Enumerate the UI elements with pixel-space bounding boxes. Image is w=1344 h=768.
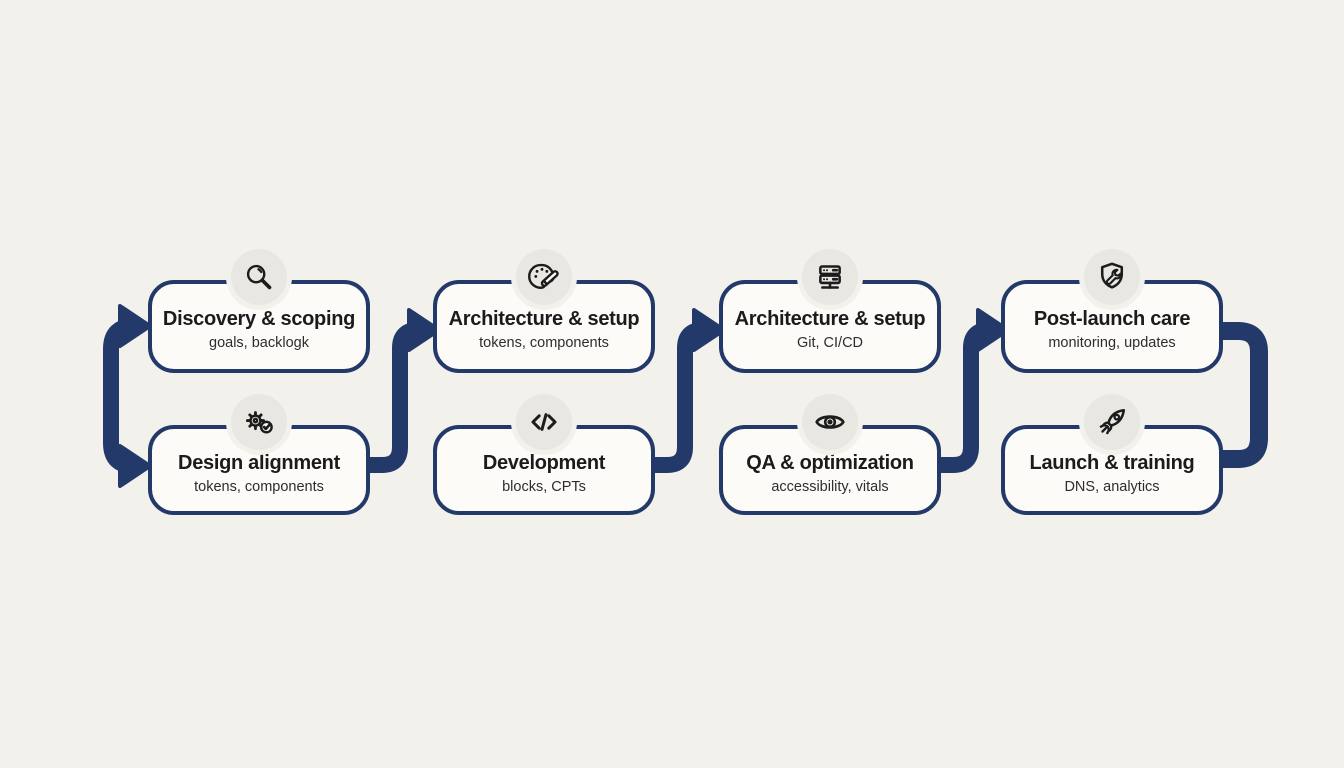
palette-brush-icon — [528, 263, 559, 289]
step-subtitle: blocks, CPTs — [502, 478, 586, 495]
step-title: Architecture & setup — [734, 308, 926, 331]
connector-development-to-architecture — [653, 322, 706, 473]
shield-wrench-icon — [1100, 262, 1124, 289]
connector-qa-to-postlaunch — [939, 322, 992, 473]
arrowhead-into-postlaunch — [976, 308, 1010, 352]
gear-check-icon — [245, 411, 273, 434]
step-title: Development — [482, 451, 606, 474]
step-card-design-alignment: Design alignment tokens, components — [148, 394, 370, 515]
code-icon — [531, 413, 557, 431]
arrowhead-into-architecture-git — [692, 308, 726, 352]
search-icon — [246, 264, 272, 290]
icon-badge — [231, 249, 287, 305]
step-title: Discovery & scoping — [162, 308, 356, 331]
arrowhead-into-discovery — [118, 304, 152, 348]
step-subtitle: Git, CI/CD — [796, 335, 864, 352]
step-subtitle: monitoring, updates — [1048, 335, 1176, 352]
step-card-qa-optimization: QA & optimization accessibility, vitals — [719, 394, 941, 515]
icon-badge — [231, 394, 287, 450]
step-subtitle: tokens, components — [194, 478, 324, 495]
step-card-launch-training: Launch & training DNS, analytics — [1001, 394, 1223, 515]
arrowhead-into-architecture-setup — [407, 308, 441, 352]
step-subtitle: tokens, components — [479, 335, 609, 352]
icon-badge — [1084, 394, 1140, 450]
connector-loop-left — [103, 318, 141, 474]
step-title: Architecture & setup — [448, 308, 640, 331]
icon-badge — [802, 394, 858, 450]
step-title: Post-launch care — [1033, 308, 1191, 331]
step-card-architecture-git: Architecture & setup Git, CI/CD — [719, 249, 941, 373]
step-card-discovery-scoping: Discovery & scoping goals, backlogk — [148, 249, 370, 373]
icon-badge — [802, 249, 858, 305]
icon-badge — [516, 394, 572, 450]
server-icon — [819, 265, 841, 289]
arrowhead-into-design — [118, 444, 152, 488]
step-title: Launch & training — [1029, 451, 1195, 474]
eye-icon — [815, 415, 845, 429]
icon-badge — [1084, 249, 1140, 305]
step-subtitle: DNS, analytics — [1064, 478, 1160, 495]
step-title: Design alignment — [178, 451, 340, 474]
connector-design-to-architecture — [368, 322, 421, 473]
rocket-icon — [1099, 408, 1126, 435]
connector-loop-right — [1221, 322, 1268, 468]
step-title: QA & optimization — [746, 451, 914, 474]
icon-badge — [516, 249, 572, 305]
step-subtitle: accessibility, vitals — [771, 478, 889, 495]
step-subtitle: goals, backlogk — [209, 335, 309, 352]
step-card-architecture-setup: Architecture & setup tokens, components — [433, 249, 655, 373]
step-card-development: Development blocks, CPTs — [433, 394, 655, 515]
step-card-post-launch-care: Post-launch care monitoring, updates — [1001, 249, 1223, 373]
